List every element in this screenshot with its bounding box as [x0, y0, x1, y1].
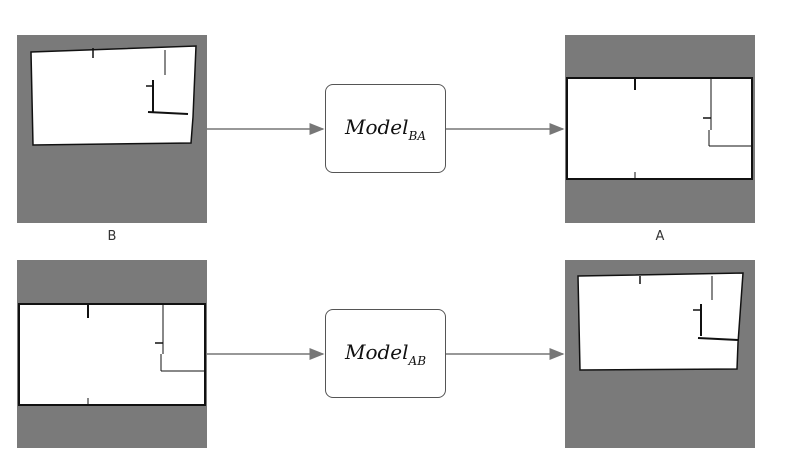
panel-top-left-distorted-plan [17, 35, 207, 223]
model-ba-subscript: BA [408, 128, 427, 143]
panel-bottom-right-distorted-plan [565, 260, 755, 448]
model-ab-label: ModelAB [344, 339, 427, 368]
panel-bottom-left-clean-plan [17, 260, 207, 448]
model-ab-box: ModelAB [325, 309, 446, 398]
label-b: B [107, 229, 117, 244]
model-ba-label: ModelBA [344, 114, 427, 143]
label-a: A [655, 229, 665, 244]
model-ba-box: ModelBA [325, 84, 446, 173]
panel-top-right-clean-plan [565, 35, 755, 223]
model-ab-subscript: AB [408, 353, 427, 368]
